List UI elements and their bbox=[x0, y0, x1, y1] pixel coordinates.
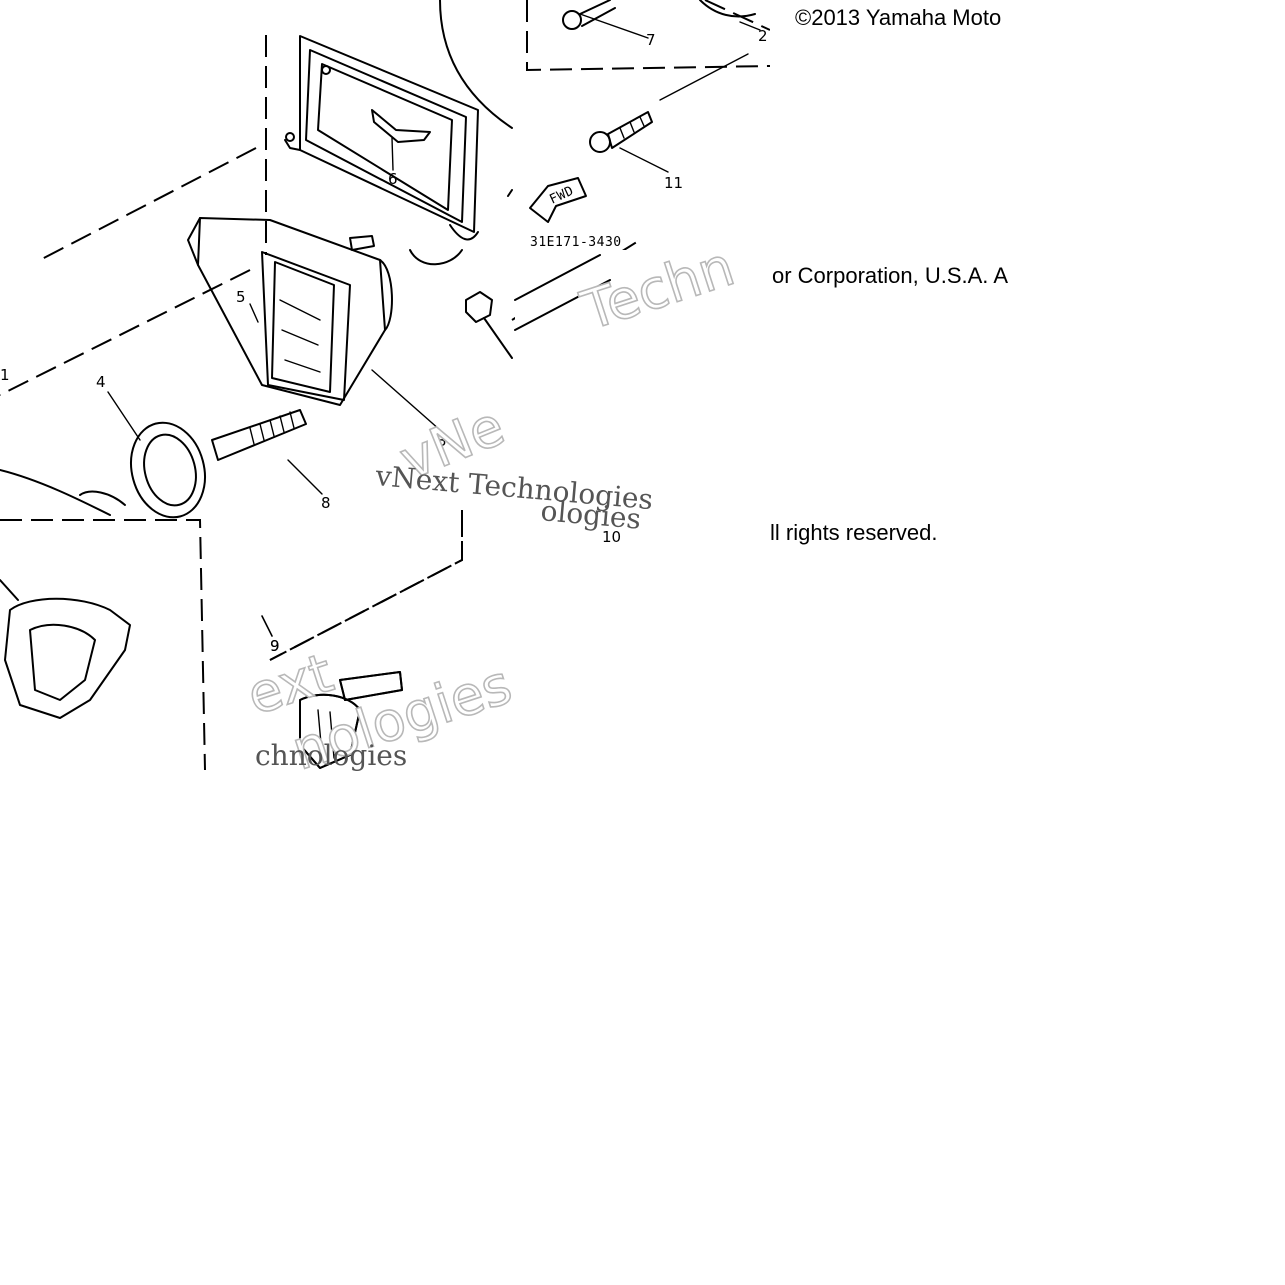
callout-9-lower: 9 bbox=[270, 637, 280, 655]
bolt-part-7 bbox=[562, 0, 756, 30]
copyright-block: ©2013 Yamaha Moto or Corporation, U.S.A.… bbox=[770, 5, 1008, 545]
screw-part-11 bbox=[589, 111, 653, 153]
copyright-line-3: ll rights reserved. bbox=[770, 520, 938, 545]
callout-8: 8 bbox=[321, 494, 331, 512]
headlight-unit-part bbox=[187, 217, 463, 406]
blank-area-right bbox=[770, 0, 1285, 1285]
copyright-line-1: ©2013 Yamaha Moto bbox=[795, 5, 1001, 30]
part-code-label: 31E171-3430 bbox=[530, 235, 622, 250]
copyright-line-2: or Corporation, U.S.A. A bbox=[772, 263, 1008, 288]
bottom-clear bbox=[0, 772, 770, 1285]
lower-tile-linework: 9 10 bbox=[261, 254, 621, 769]
callout-9: 9 bbox=[270, 637, 280, 655]
callout-11: 11 bbox=[664, 174, 683, 192]
lens-rim-part bbox=[284, 35, 479, 241]
fender-part bbox=[439, 0, 513, 197]
callout-6: 6 bbox=[388, 170, 398, 188]
watermark-chnologies-serif: chnologies bbox=[255, 739, 407, 772]
callout-5: 5 bbox=[236, 288, 246, 306]
ring-part-4 bbox=[130, 421, 206, 519]
callout-10-lower: 10 bbox=[602, 528, 621, 546]
socket-part bbox=[0, 579, 131, 719]
fwd-arrow-icon: FWD bbox=[529, 177, 587, 223]
callout-2: 2 bbox=[758, 27, 768, 45]
housing-part bbox=[0, 469, 126, 516]
callout-7: 7 bbox=[646, 31, 656, 49]
callout-3: 3 bbox=[437, 432, 447, 450]
screw-part-8 bbox=[211, 235, 375, 461]
callout-1: 1 bbox=[0, 366, 10, 384]
nut-part bbox=[465, 291, 513, 359]
leader-lines bbox=[107, 13, 761, 637]
callout-4: 4 bbox=[96, 373, 106, 391]
